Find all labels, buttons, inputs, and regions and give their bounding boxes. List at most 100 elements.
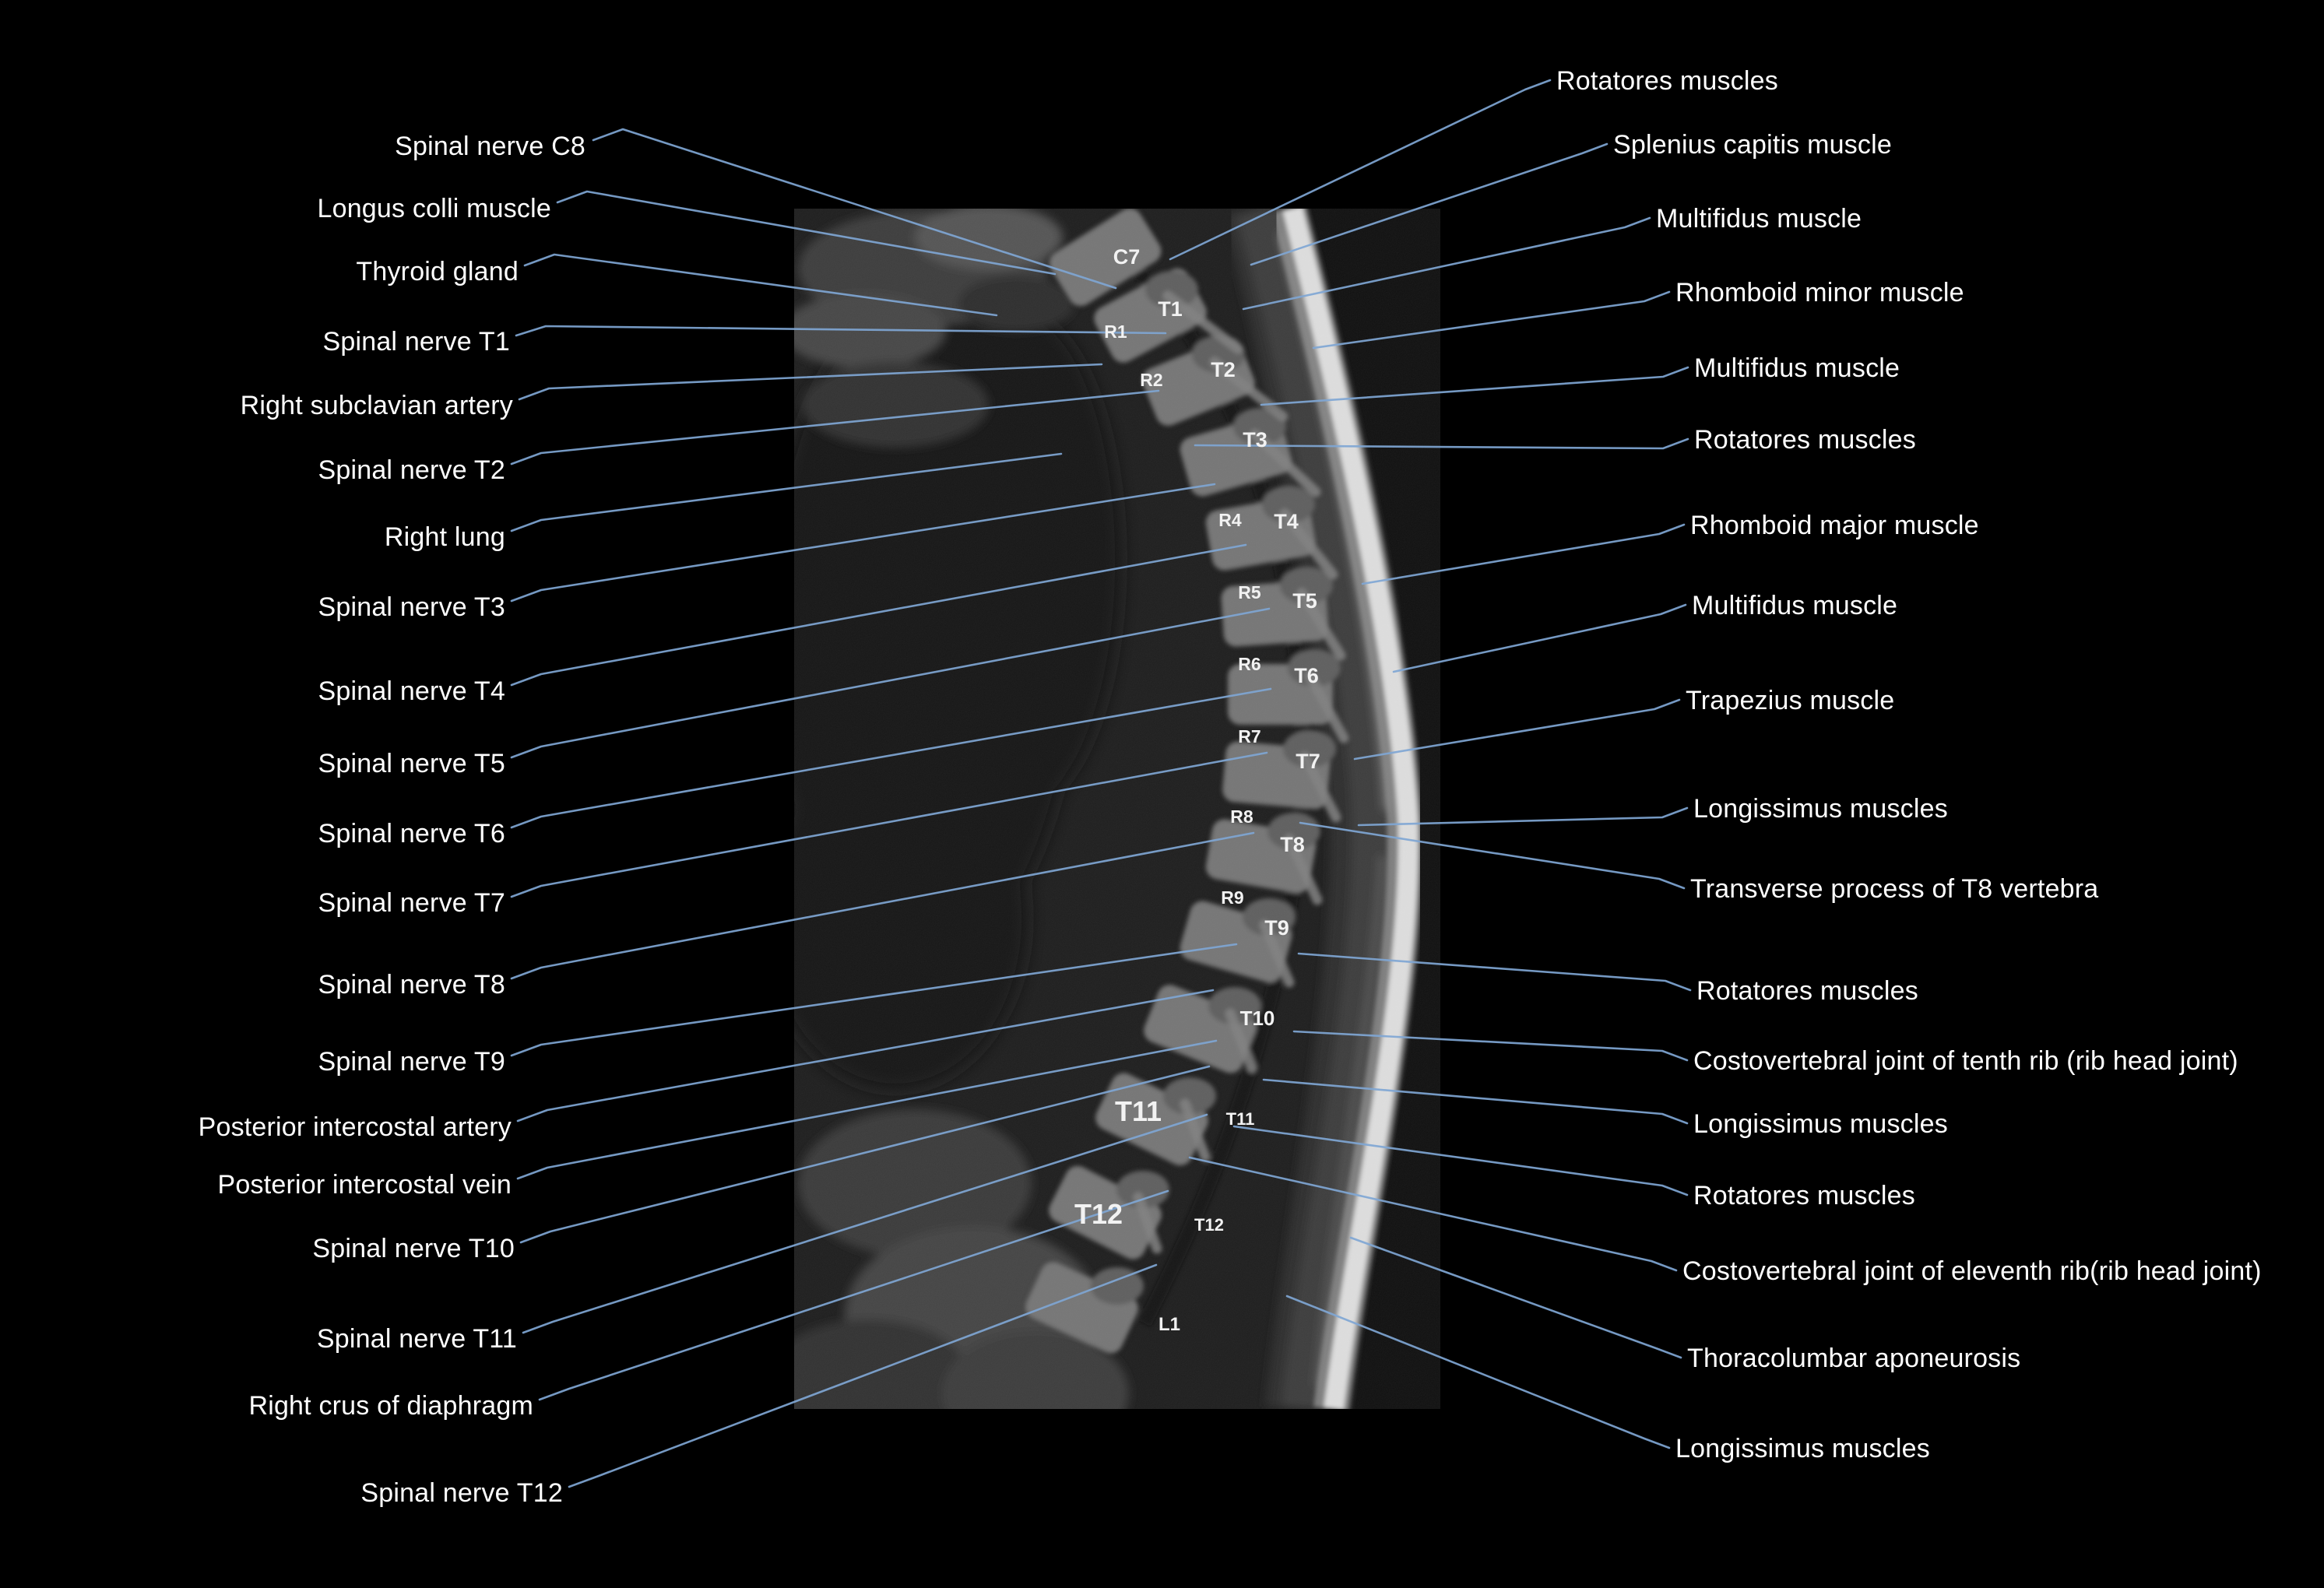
vertebra-label-t8: T8 xyxy=(1280,833,1305,856)
leader-longus-colli-muscle xyxy=(556,190,1057,276)
label-spinal-nerve-t1: Spinal nerve T1 xyxy=(322,327,510,357)
leader-spinal-nerve-t8 xyxy=(510,831,1255,980)
leader-longissimus-muscles-1 xyxy=(1357,806,1689,827)
leader-spinal-nerve-c8 xyxy=(592,128,1117,290)
leader-thyroid-gland xyxy=(523,253,998,317)
leader-longissimus-muscles-2 xyxy=(1262,1078,1689,1125)
label-rotatores-muscles-4: Rotatores muscles xyxy=(1693,1181,1915,1210)
label-costovertebral-joint-eleventh-rib: Costovertebral joint of eleventh rib(rib… xyxy=(1682,1256,2262,1286)
leader-trapezius-muscle xyxy=(1353,698,1681,761)
label-spinal-nerve-t8: Spinal nerve T8 xyxy=(318,970,505,1000)
vertebra-label-l1: L1 xyxy=(1158,1314,1180,1335)
label-posterior-intercostal-vein: Posterior intercostal vein xyxy=(218,1170,512,1200)
leader-longissimus-muscles-3 xyxy=(1285,1295,1671,1449)
label-spinal-nerve-t11: Spinal nerve T11 xyxy=(317,1324,517,1354)
leader-right-lung xyxy=(510,452,1063,532)
label-right-lung: Right lung xyxy=(385,522,505,552)
label-longissimus-muscles-1: Longissimus muscles xyxy=(1693,794,1948,824)
leader-costovertebral-joint-eleventh-rib xyxy=(1188,1156,1678,1272)
vertebra-label-t10: T10 xyxy=(1240,1007,1275,1030)
label-longissimus-muscles-3: Longissimus muscles xyxy=(1675,1434,1930,1463)
label-rhomboid-minor-muscle: Rhomboid minor muscle xyxy=(1675,278,1964,307)
label-longissimus-muscles-2: Longissimus muscles xyxy=(1693,1109,1948,1139)
leader-posterior-intercostal-vein xyxy=(516,1039,1218,1180)
vertebra-label-t5: T5 xyxy=(1292,589,1317,613)
label-thoracolumbar-aponeurosis: Thoracolumbar aponeurosis xyxy=(1687,1344,2020,1373)
leader-lines-left xyxy=(510,128,1272,1488)
label-transverse-process-t8: Transverse process of T8 vertebra xyxy=(1690,874,2098,904)
label-posterior-intercostal-artery: Posterior intercostal artery xyxy=(199,1112,512,1142)
label-right-subclavian-artery: Right subclavian artery xyxy=(241,391,513,420)
vertebra-label-t9: T9 xyxy=(1264,916,1289,940)
label-spinal-nerve-t7: Spinal nerve T7 xyxy=(318,888,505,918)
label-trapezius-muscle: Trapezius muscle xyxy=(1686,686,1894,715)
label-longus-colli-muscle: Longus colli muscle xyxy=(317,194,551,223)
leader-rotatores-muscles-2 xyxy=(1194,437,1689,450)
labels-left: Spinal nerve C8 Longus colli muscle Thyr… xyxy=(199,132,585,1508)
mri-scan xyxy=(794,209,1440,1409)
leader-posterior-intercostal-artery xyxy=(516,989,1215,1122)
leader-right-subclavian-artery xyxy=(518,363,1103,401)
label-spinal-nerve-t5: Spinal nerve T5 xyxy=(318,749,505,778)
label-spinal-nerve-c8: Spinal nerve C8 xyxy=(395,132,585,161)
leader-multifidus-muscle-2 xyxy=(1260,366,1689,406)
leader-spinal-nerve-t12 xyxy=(568,1263,1158,1488)
leader-spinal-nerve-t1 xyxy=(515,325,1167,337)
vertebra-label-c7: C7 xyxy=(1113,245,1141,269)
vertebra-label-t1: T1 xyxy=(1158,297,1183,321)
leader-spinal-nerve-t9 xyxy=(510,943,1238,1057)
label-rotatores-muscles-1: Rotatores muscles xyxy=(1556,66,1778,96)
rib-label-r4: R4 xyxy=(1218,510,1242,530)
label-spinal-nerve-t2: Spinal nerve T2 xyxy=(318,455,505,485)
rib-label-r2: R2 xyxy=(1140,370,1162,390)
leader-rhomboid-major-muscle xyxy=(1361,523,1686,585)
label-spinal-nerve-t6: Spinal nerve T6 xyxy=(318,819,505,848)
label-spinal-nerve-t3: Spinal nerve T3 xyxy=(318,592,505,622)
rib-label-r1: R1 xyxy=(1104,321,1127,342)
rib-label-r7: R7 xyxy=(1238,726,1260,747)
leader-spinal-nerve-t11 xyxy=(522,1113,1208,1334)
vertebra-label-t6: T6 xyxy=(1294,664,1319,687)
label-right-crus-of-diaphragm: Right crus of diaphragm xyxy=(248,1391,533,1421)
vertebra-label-t11-small: T11 xyxy=(1226,1109,1255,1129)
vertebra-label-t3: T3 xyxy=(1243,428,1267,451)
leader-rotatores-muscles-3 xyxy=(1297,952,1692,992)
label-splenius-capitis-muscle: Splenius capitis muscle xyxy=(1613,130,1892,160)
leader-lines-right xyxy=(1169,79,1692,1449)
leader-right-crus-of-diaphragm xyxy=(538,1189,1169,1401)
leader-splenius-capitis-muscle xyxy=(1250,142,1609,266)
leader-multifidus-muscle-3 xyxy=(1392,603,1687,673)
label-rotatores-muscles-2: Rotatores muscles xyxy=(1694,425,1916,455)
leader-spinal-nerve-t10 xyxy=(519,1065,1211,1244)
label-spinal-nerve-t12: Spinal nerve T12 xyxy=(360,1478,563,1508)
rib-label-r5: R5 xyxy=(1238,582,1261,603)
vertebra-label-t12-small: T12 xyxy=(1194,1215,1224,1235)
leader-thoracolumbar-aponeurosis xyxy=(1349,1236,1682,1359)
leader-rotatores-muscles-4 xyxy=(1232,1125,1689,1196)
rib-label-r9: R9 xyxy=(1221,887,1243,908)
label-costovertebral-joint-tenth-rib: Costovertebral joint of tenth rib (rib h… xyxy=(1693,1046,2238,1076)
rib-label-r8: R8 xyxy=(1230,806,1253,827)
label-spinal-nerve-t9: Spinal nerve T9 xyxy=(318,1047,505,1077)
leader-rhomboid-minor-muscle xyxy=(1312,290,1671,350)
label-spinal-nerve-t10: Spinal nerve T10 xyxy=(312,1234,515,1263)
leader-spinal-nerve-t3 xyxy=(510,483,1216,603)
leader-transverse-process-t8 xyxy=(1299,821,1686,890)
leader-multifidus-muscle-1 xyxy=(1242,216,1651,311)
leader-costovertebral-joint-tenth-rib xyxy=(1292,1030,1689,1062)
vertebra-label-t11-large: T11 xyxy=(1115,1095,1162,1127)
label-rhomboid-major-muscle: Rhomboid major muscle xyxy=(1690,511,1979,540)
labels-right: Rotatores muscles Splenius capitis muscl… xyxy=(1556,66,2262,1463)
rib-label-r6: R6 xyxy=(1238,654,1260,674)
vertebra-label-t12-large: T12 xyxy=(1074,1198,1123,1230)
label-multifidus-muscle-3: Multifidus muscle xyxy=(1692,591,1897,620)
label-spinal-nerve-t4: Spinal nerve T4 xyxy=(318,676,505,706)
leader-spinal-nerve-t4 xyxy=(510,543,1247,687)
vertebra-label-t7: T7 xyxy=(1296,750,1320,773)
leader-spinal-nerve-t5 xyxy=(510,607,1271,759)
label-rotatores-muscles-3: Rotatores muscles xyxy=(1696,976,1918,1006)
label-multifidus-muscle-2: Multifidus muscle xyxy=(1694,353,1900,383)
label-multifidus-muscle-1: Multifidus muscle xyxy=(1656,204,1862,234)
